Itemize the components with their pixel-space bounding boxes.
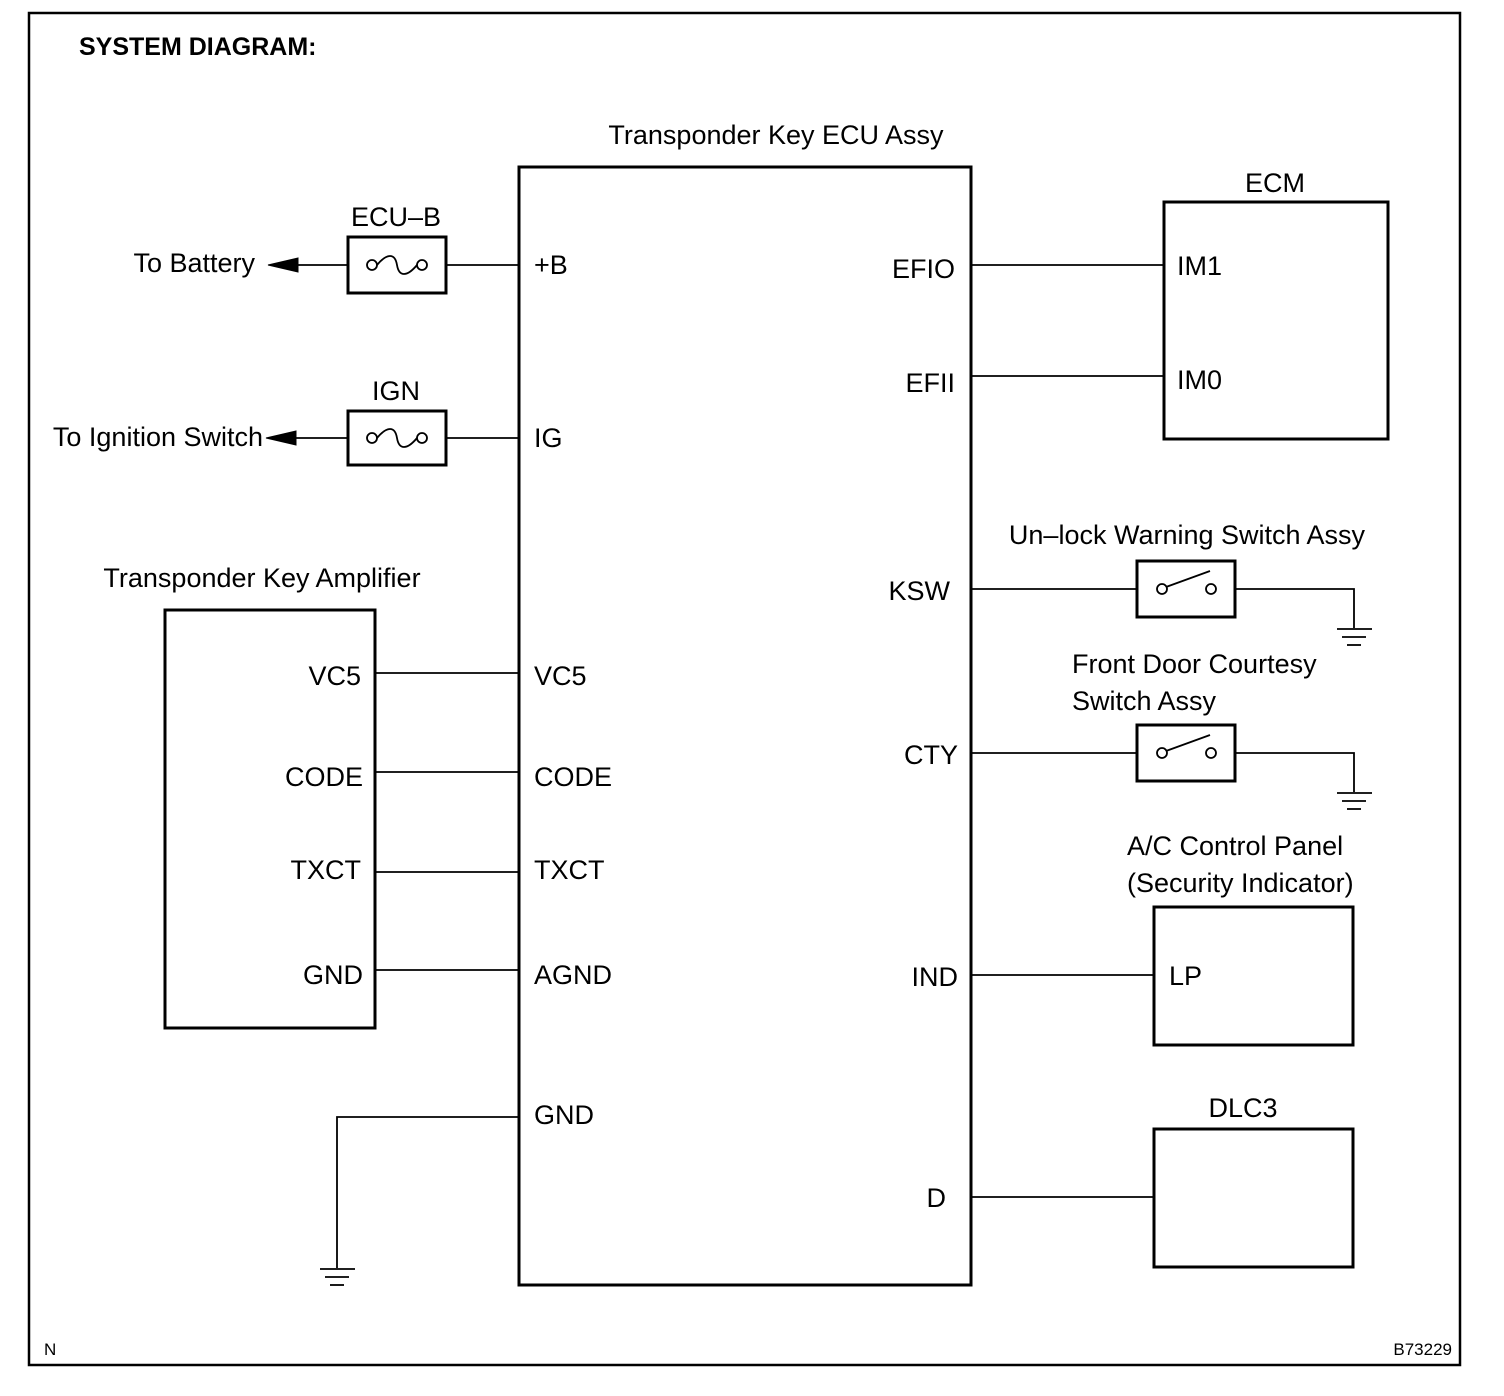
ecu-pin-ksw: KSW [888,576,950,606]
courtesy-switch-title-line2: Switch Assy [1072,686,1217,716]
ac-panel-title-line2: (Security Indicator) [1127,868,1354,898]
wire-unlock-ground [1235,588,1355,628]
courtesy-switch-box [1135,723,1237,783]
amplifier-title: Transponder Key Amplifier [103,563,420,593]
amplifier-pin-vc5: VC5 [308,661,361,691]
ecub-fuse-label: ECU–B [351,202,441,232]
ecu-title: Transponder Key ECU Assy [608,120,944,150]
ac-panel-pin-lp: LP [1169,961,1202,991]
ecu-pin-vc5: VC5 [534,661,587,691]
unlock-switch-icon [1156,570,1217,595]
ecu-pin-txct: TXCT [534,855,605,885]
battery-arrow-icon [267,257,299,273]
ecu-pin-code: CODE [534,762,612,792]
unlock-switch-box [1135,559,1237,619]
dlc3-title: DLC3 [1208,1093,1277,1123]
ac-panel-box [1152,905,1355,1047]
dlc3-box [1152,1127,1355,1269]
amplifier-box [163,608,377,1030]
amplifier-pin-code: CODE [285,762,363,792]
footer-left-mark: N [44,1340,56,1359]
ecu-pin-b: +B [534,250,568,280]
unlock-switch-title: Un–lock Warning Switch Assy [1009,520,1366,550]
ign-fuse-icon [366,428,428,448]
courtesy-switch-title-line1: Front Door Courtesy [1072,649,1317,679]
ignition-destination: To Ignition Switch [53,422,263,452]
amplifier-pin-gnd: GND [303,960,363,990]
ecm-pin-im0: IM0 [1177,365,1222,395]
figure-code: B73229 [1393,1340,1452,1359]
battery-destination: To Battery [133,248,255,278]
ecu-pin-ind: IND [912,962,959,992]
ignition-arrow-icon [265,430,297,446]
diagram-title: SYSTEM DIAGRAM: [79,33,317,61]
ecub-fuse-icon [366,255,428,275]
courtesy-ground-icon [1337,792,1372,810]
ecu-ground-icon [320,1268,355,1286]
diagram-frame [27,11,1462,1367]
amplifier-pin-txct: TXCT [291,855,362,885]
ac-panel-title-line1: A/C Control Panel [1127,831,1343,861]
courtesy-switch-icon [1156,734,1217,759]
ecm-pin-im1: IM1 [1177,251,1222,281]
wire-ecu-gnd [336,1116,519,1268]
ecu-pin-cty: CTY [904,740,958,770]
ecu-box [517,165,973,1287]
wire-courtesy-ground [1235,752,1355,792]
ecu-pin-ig: IG [534,423,563,453]
ecm-title: ECM [1245,168,1305,198]
ecu-pin-gnd: GND [534,1100,594,1130]
ign-fuse-label: IGN [372,376,420,406]
ecu-pin-d: D [927,1183,947,1213]
ecm-box [1162,200,1390,441]
ecu-pin-efio: EFIO [892,254,955,284]
unlock-ground-icon [1337,628,1372,646]
ecu-pin-agnd: AGND [534,960,612,990]
ecu-pin-efii: EFII [905,368,955,398]
